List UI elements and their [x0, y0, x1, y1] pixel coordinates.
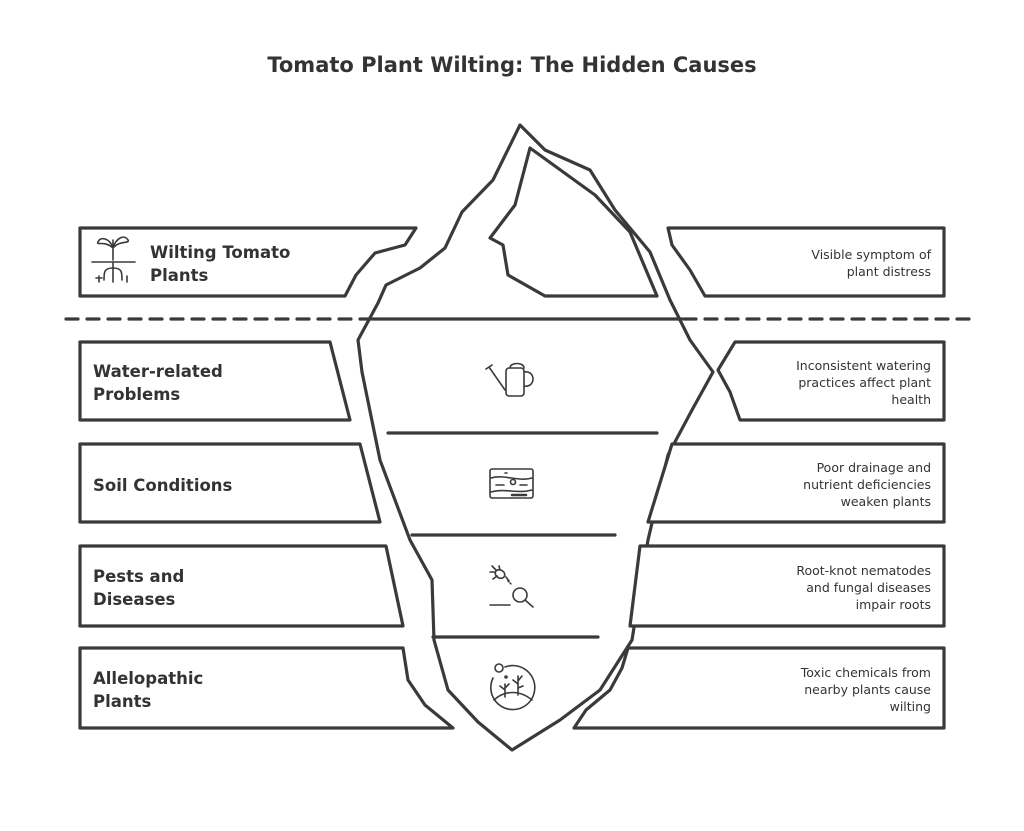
soil-layers-icon	[489, 468, 534, 499]
iceberg-tip	[488, 146, 659, 298]
watering-can-icon	[485, 362, 534, 397]
label-box-allelopathic	[78, 646, 455, 730]
label-box-pests	[78, 544, 405, 628]
desc-box-wilting	[666, 226, 946, 298]
label-box-water	[78, 340, 352, 422]
plant-roots-icon	[91, 236, 136, 283]
bug-magnifier-icon	[489, 565, 534, 608]
desc-box-water	[716, 340, 946, 422]
layer-label: Soil Conditions	[93, 476, 233, 495]
diagram-title: Tomato Plant Wilting: The Hidden Causes	[267, 53, 756, 77]
label-box-wilting	[78, 226, 418, 298]
plants-circle-icon	[490, 663, 536, 711]
label-box-soil	[78, 442, 382, 524]
desc-box-pests	[628, 544, 946, 628]
desc-box-allelopathic	[572, 646, 946, 730]
desc-box-soil	[646, 442, 946, 524]
